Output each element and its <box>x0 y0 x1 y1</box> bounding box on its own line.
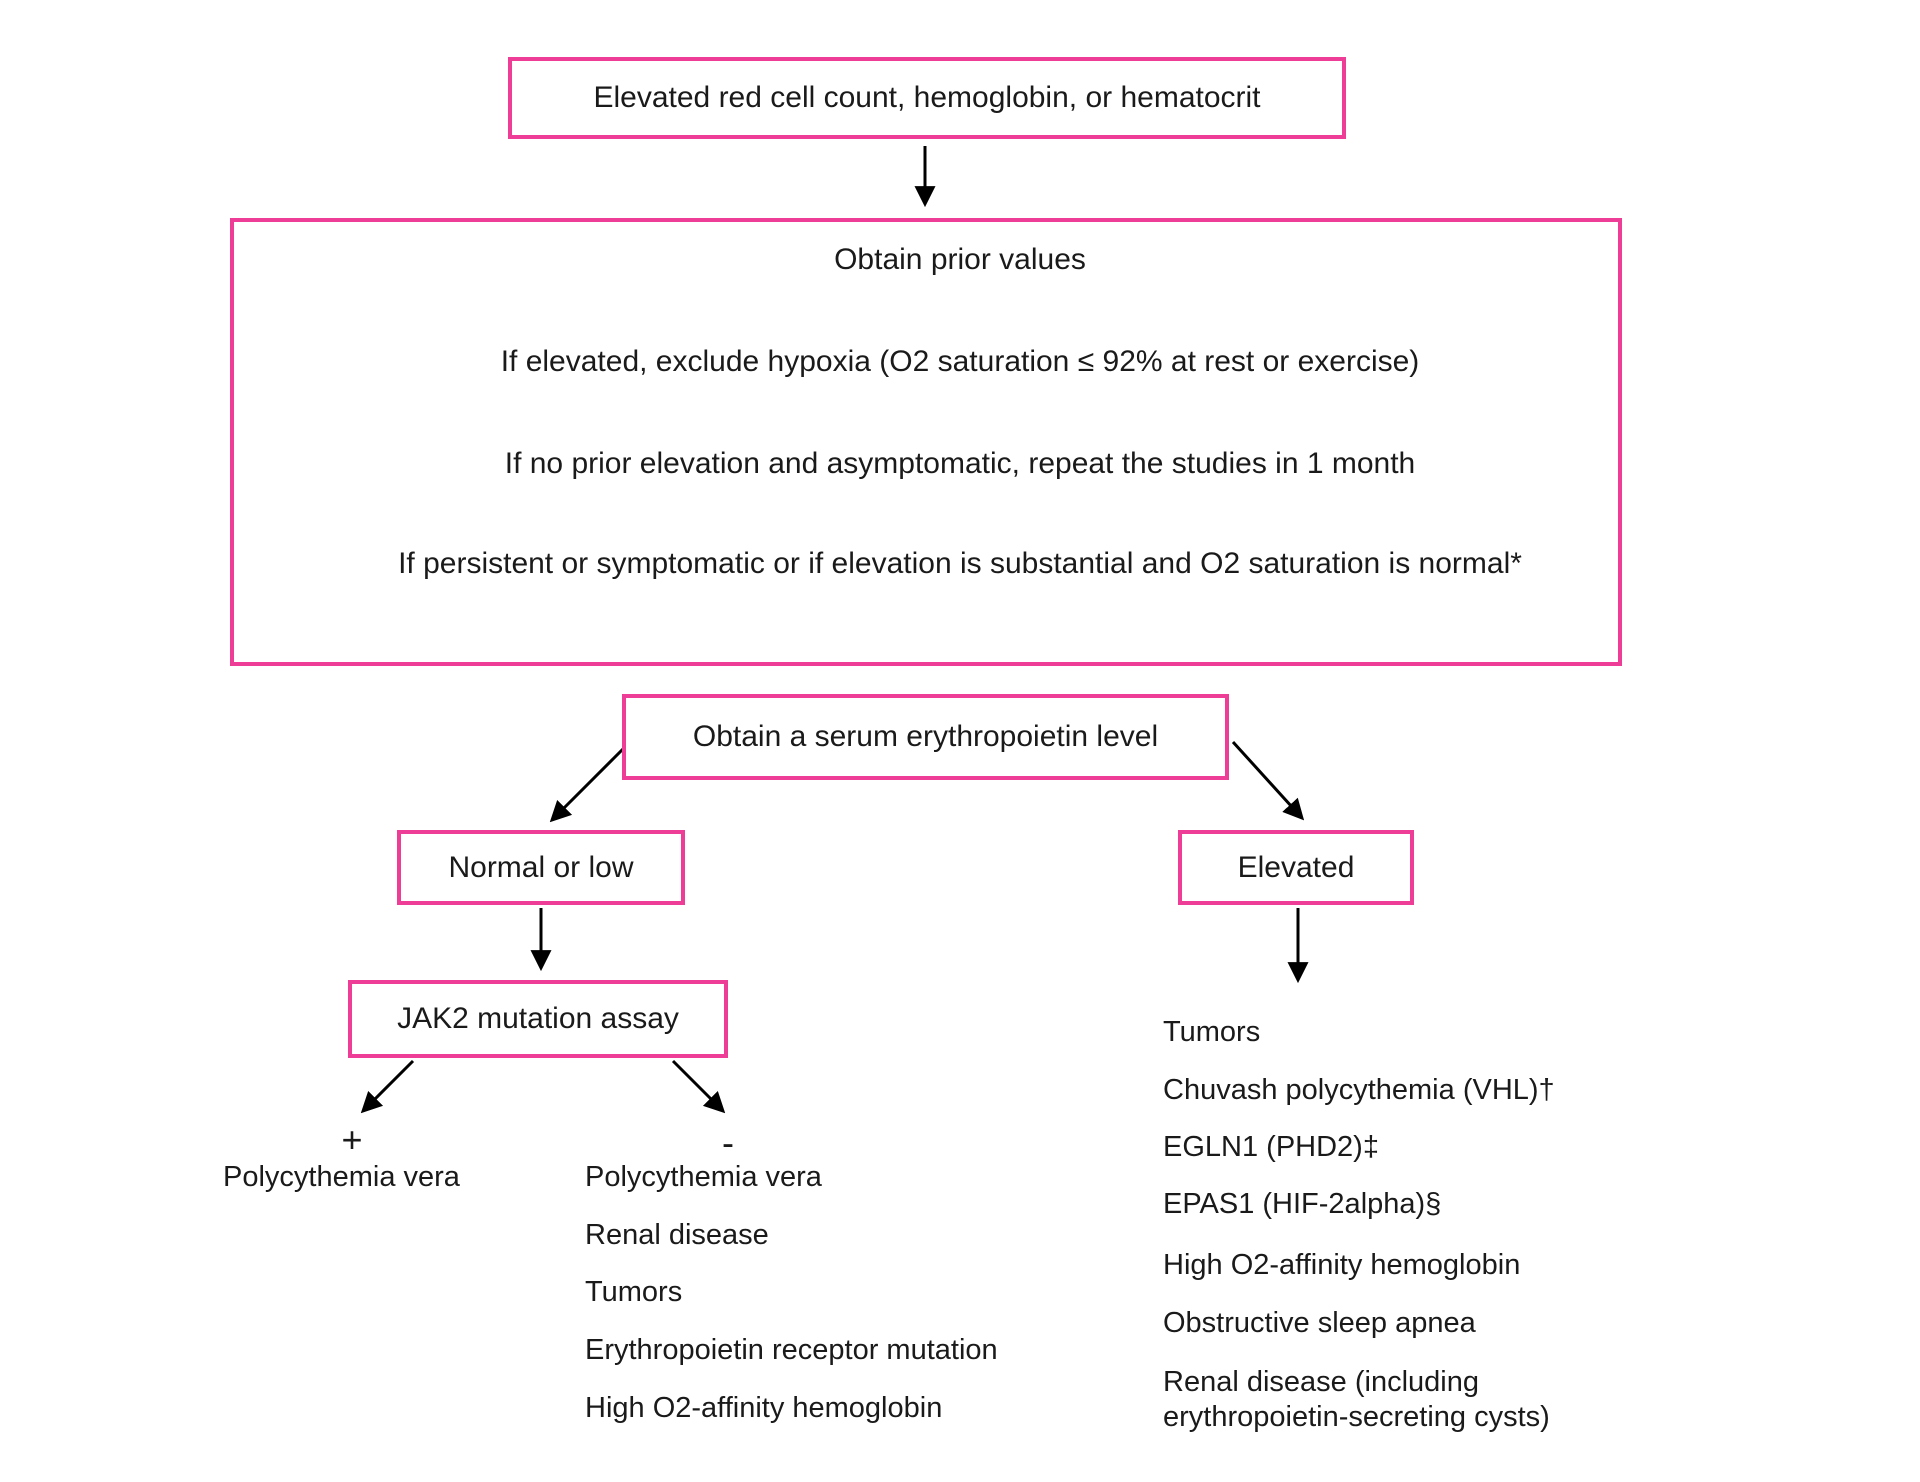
elevated-cause-item: High O2-affinity hemoglobin <box>1163 1249 1521 1281</box>
elevated-cause-item: EGLN1 (PHD2)‡ <box>1163 1131 1379 1163</box>
jak2-positive-sign: + <box>341 1119 363 1160</box>
jak2-negative-item: Erythropoietin receptor mutation <box>585 1334 998 1366</box>
box-workup <box>230 218 1622 666</box>
box-jak2-assay: JAK2 mutation assay <box>348 980 728 1058</box>
jak2-negative-item: Tumors <box>585 1276 683 1308</box>
elevated-cause-item: Tumors <box>1163 1016 1261 1048</box>
elevated-cause-item: Chuvash polycythemia (VHL)† <box>1163 1074 1555 1106</box>
box-elevated-counts-label: Elevated red cell count, hemoglobin, or … <box>593 81 1261 114</box>
workup-step-3: If no prior elevation and asymptomatic, … <box>504 447 1416 480</box>
jak2-negative-item: Polycythemia vera <box>585 1161 822 1193</box>
jak2-positive-diagnosis: Polycythemia vera <box>223 1161 460 1193</box>
elevated-cause-item: EPAS1 (HIF-2alpha)§ <box>1163 1188 1442 1220</box>
box-elevated-epo: Elevated <box>1178 830 1414 905</box>
box-elevated-counts: Elevated red cell count, hemoglobin, or … <box>508 57 1346 139</box>
box-jak2-assay-label: JAK2 mutation assay <box>397 1002 679 1035</box>
workup-step-2: If elevated, exclude hypoxia (O2 saturat… <box>500 345 1420 378</box>
jak2-negative-sign: - <box>722 1122 734 1163</box>
workup-step-1: Obtain prior values <box>834 243 1086 276</box>
box-serum-epo: Obtain a serum erythropoietin level <box>622 694 1229 780</box>
box-serum-epo-label: Obtain a serum erythropoietin level <box>692 720 1159 753</box>
jak2-negative-item: Renal disease <box>585 1219 769 1251</box>
jak2-negative-item: High O2-affinity hemoglobin <box>585 1392 943 1424</box>
elevated-cause-item: Obstructive sleep apnea <box>1163 1307 1476 1339</box>
workup-step-4: If persistent or symptomatic or if eleva… <box>398 547 1522 580</box>
box-elevated-epo-label: Elevated <box>1237 850 1355 884</box>
box-normal-or-low-label: Normal or low <box>448 850 634 884</box>
elevated-cause-item: Renal disease (including erythropoietin-… <box>1163 1366 1550 1433</box>
box-normal-or-low: Normal or low <box>397 830 685 905</box>
